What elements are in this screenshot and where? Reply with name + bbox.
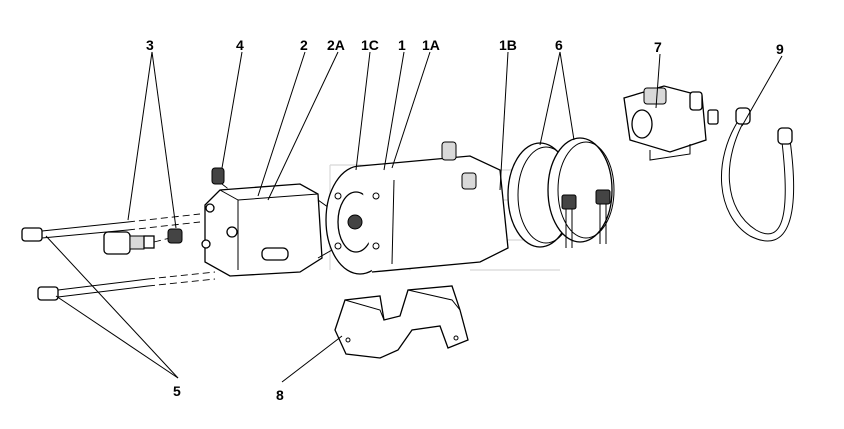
callout-2: 2 <box>300 37 308 53</box>
solenoid <box>623 85 719 161</box>
callout-3: 3 <box>146 37 154 53</box>
callout-2a: 2A <box>327 37 345 53</box>
callout-8: 8 <box>276 387 284 403</box>
callout-7: 7 <box>654 39 662 55</box>
callout-5: 5 <box>173 383 181 399</box>
callout-4: 4 <box>236 37 244 53</box>
callout-1b: 1B <box>499 37 517 53</box>
callout-1c: 1C <box>361 37 379 53</box>
mounting-bracket <box>334 285 469 359</box>
callout-9: 9 <box>776 41 784 57</box>
pump-body <box>201 183 333 277</box>
bolt-lower <box>37 271 216 301</box>
callout-1a: 1A <box>422 37 440 53</box>
bolt-upper <box>21 213 201 242</box>
cable <box>720 107 795 242</box>
leader-lines <box>45 51 783 383</box>
clamp-right <box>547 137 615 248</box>
valve-cartridge <box>103 231 171 255</box>
callout-6: 6 <box>555 37 563 53</box>
motor-housing <box>325 141 509 275</box>
fitting-small <box>167 228 183 244</box>
callout-1: 1 <box>398 37 406 53</box>
